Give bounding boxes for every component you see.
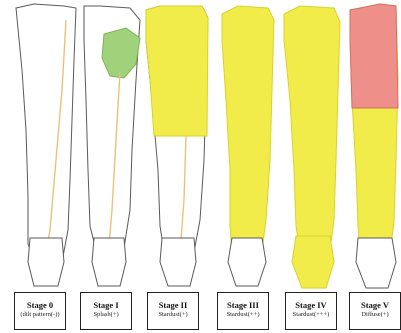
arm-stage-3 bbox=[222, 6, 274, 286]
hand-stage-1 bbox=[92, 238, 126, 286]
stardust-area-stage-3 bbox=[222, 6, 274, 256]
stage-1-label: Stage I Splash(+) bbox=[80, 292, 132, 330]
stage-0-title: Stage 0 bbox=[15, 301, 65, 310]
hand-stage-5 bbox=[356, 238, 396, 288]
hand-stage-4 bbox=[292, 236, 334, 288]
arm-stage-4 bbox=[284, 6, 340, 288]
hand-stage-3 bbox=[228, 238, 266, 286]
stage-3-label: Stage III Stardust(++) bbox=[217, 292, 269, 330]
stardust-area-stage-4 bbox=[284, 6, 340, 258]
stage-0-label: Stage 0 (dilt pattern(-)) bbox=[14, 292, 66, 330]
stage-3-title: Stage III bbox=[218, 301, 268, 310]
stage-5-title: Stage V bbox=[350, 301, 400, 310]
stardust-area-stage-2 bbox=[146, 6, 208, 136]
stage-0-subtitle: (dilt pattern(-)) bbox=[15, 312, 65, 319]
stage-3-subtitle: Stardust(++) bbox=[218, 312, 268, 319]
hand-stage-0 bbox=[28, 238, 64, 286]
stage-5-label: Stage V Diffuse(+) bbox=[349, 292, 401, 330]
arm-outline-stage-0 bbox=[16, 4, 76, 266]
stage-5-subtitle: Diffuse(+) bbox=[350, 312, 400, 319]
stage-2-subtitle: Stardust(+) bbox=[148, 312, 198, 319]
stage-4-subtitle: Stardust(+++) bbox=[286, 312, 336, 319]
arm-stage-5 bbox=[350, 4, 398, 288]
arm-stage-2 bbox=[146, 6, 208, 286]
stage-4-label: Stage IV Stardust(+++) bbox=[285, 292, 337, 330]
diffuse-area-stage-5 bbox=[350, 4, 398, 108]
stage-4-title: Stage IV bbox=[286, 301, 336, 310]
hand-stage-2 bbox=[160, 238, 196, 286]
stage-1-title: Stage I bbox=[81, 301, 131, 310]
stage-2-title: Stage II bbox=[148, 301, 198, 310]
arm-illustrations bbox=[0, 0, 401, 290]
arm-stage-1 bbox=[84, 6, 140, 286]
stage-2-label: Stage II Stardust(+) bbox=[147, 292, 199, 330]
arm-stage-0 bbox=[16, 4, 76, 286]
stage-1-subtitle: Splash(+) bbox=[81, 312, 131, 319]
